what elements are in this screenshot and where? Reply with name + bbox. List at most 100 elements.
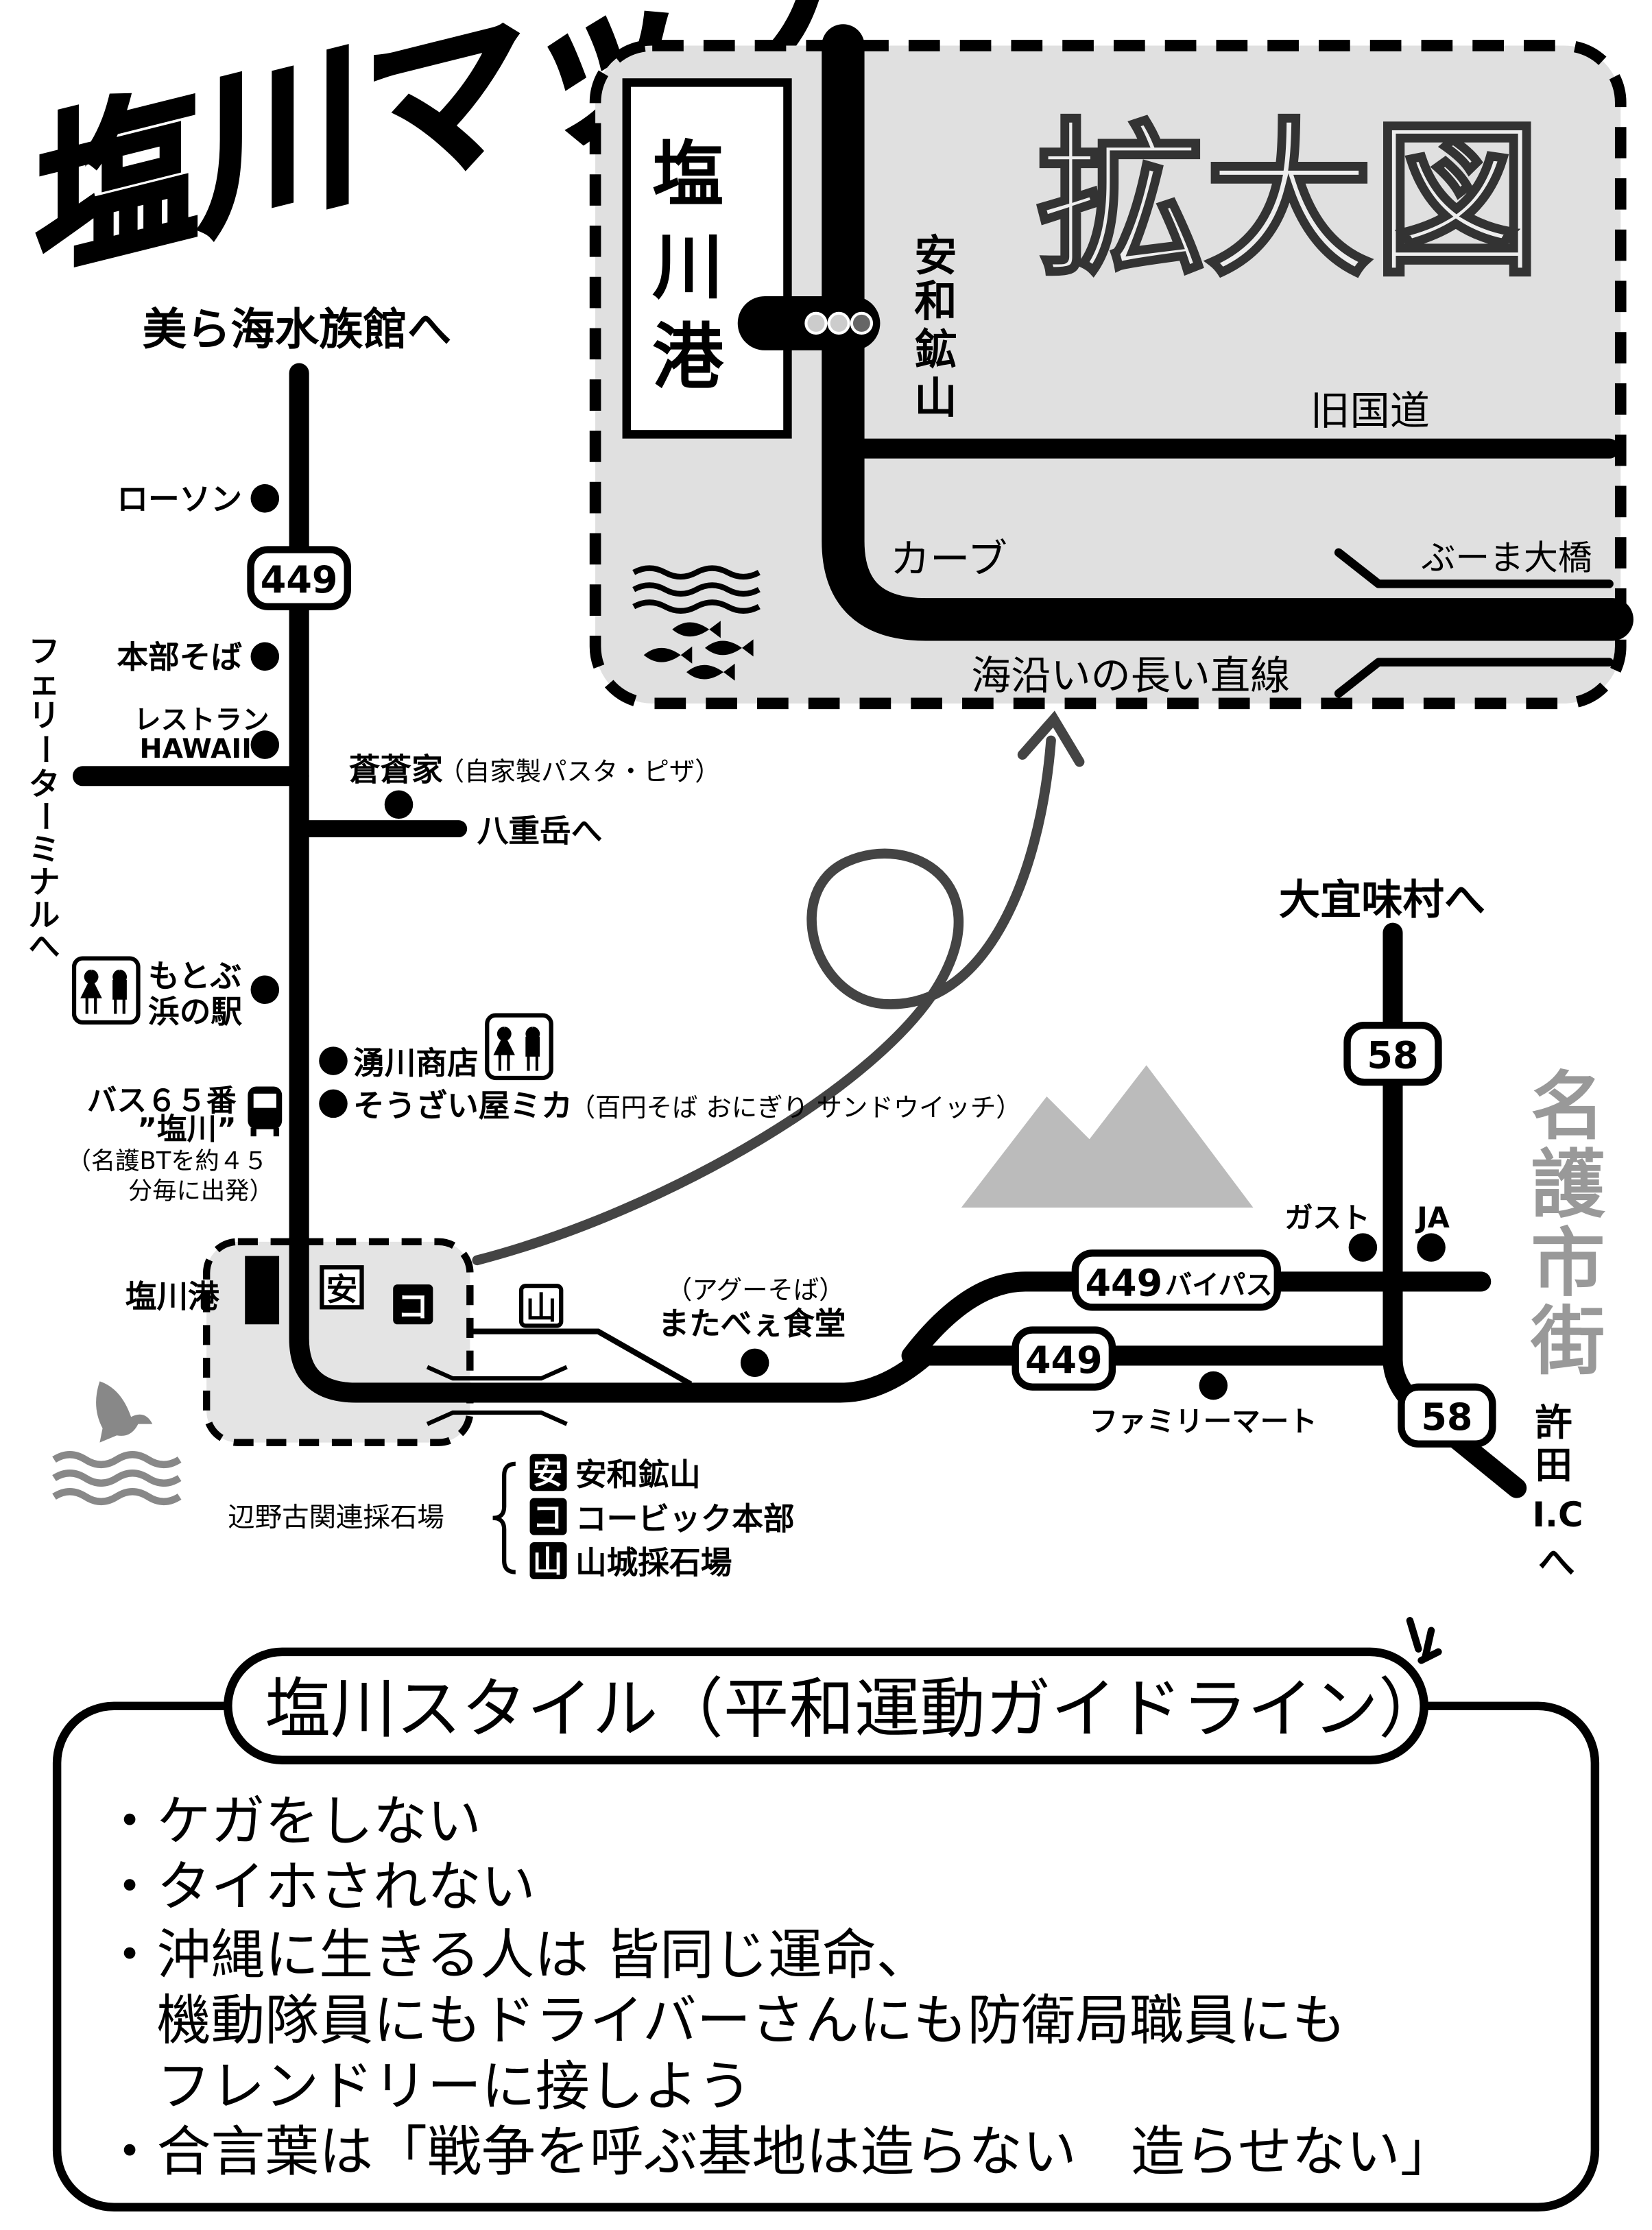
guideline-line: 機動隊員にもドライバーさんにも防衛局職員にも xyxy=(103,1989,1346,2052)
lawson-label: ローソン xyxy=(117,481,242,517)
guideline-line: ・沖縄に生きる人は 皆同じ運命、 xyxy=(103,1923,931,1987)
ferry-char: ー xyxy=(27,800,63,832)
nago-char: 市 xyxy=(1531,1221,1605,1306)
hawaii-label: HAWAII xyxy=(140,733,252,765)
soso-label: 蒼蒼家 xyxy=(349,752,443,788)
ferry-char: へ xyxy=(29,928,60,964)
churaumi-label: 美ら海水族館へ xyxy=(143,304,452,356)
bypass-number: 449 xyxy=(1085,1262,1162,1305)
kyoda-char: I.C xyxy=(1533,1495,1583,1535)
port-label: 塩川港 xyxy=(125,1278,220,1315)
mark-an-box xyxy=(320,1265,364,1310)
mark-an: 安 xyxy=(326,1271,358,1308)
legend-item: 山城採石場 xyxy=(575,1545,732,1581)
waves-icon xyxy=(632,565,761,614)
old-road-label: 旧国道 xyxy=(1310,387,1430,434)
gusto-label: ガスト xyxy=(1284,1201,1370,1234)
ferry-terminal-label: フ ェ リ ー タ ー ミ ナ ル へ xyxy=(27,634,63,965)
legend-mark: 安 xyxy=(533,1457,563,1491)
bridge-icon xyxy=(426,1365,568,1426)
bridge-line-bottom xyxy=(1334,658,1614,698)
yaedake-label: 八重岳へ xyxy=(477,813,603,849)
port-char: 川 xyxy=(652,227,723,309)
port-char: 塩 xyxy=(652,134,723,217)
mark-yama: 山 xyxy=(525,1290,557,1326)
kyoda-char: 許 xyxy=(1535,1401,1572,1444)
main-road-overlay xyxy=(289,1229,480,1403)
legend-item: 安和鉱山 xyxy=(575,1456,701,1493)
motobu-soba-label: 本部そば xyxy=(117,639,242,675)
matabee-note: （アグーそば） xyxy=(667,1275,845,1305)
guideline-line: フレンドリーに接しよう xyxy=(103,2054,752,2118)
curve-label: カーブ xyxy=(890,536,1007,582)
location-dots xyxy=(250,484,1446,1400)
wakugawa-label: 湧川商店 xyxy=(353,1045,479,1081)
motobu-station-label: 浜の駅 xyxy=(148,994,242,1030)
ferry-char: タ xyxy=(29,766,60,802)
mountain-icon xyxy=(961,1065,1254,1208)
sparkle-icon xyxy=(1406,1617,1442,1664)
route-449-bypass-shield: 449 バイパス xyxy=(1071,1249,1281,1311)
traffic-light-icon xyxy=(737,296,881,350)
route-449-number: 449 xyxy=(1025,1339,1103,1382)
guideline-title: 塩川スタイル（平和運動ガイドライン） xyxy=(265,1670,1444,1747)
bus-icon xyxy=(248,1086,283,1137)
legend-mark: コ xyxy=(533,1501,563,1535)
bus-note: （名護BTを約４５ xyxy=(67,1147,268,1175)
port-char: 港 xyxy=(652,317,724,399)
inset-enlarged-map: 拡大図 塩 川 港 安 和 鉱 山 旧国道 カーブ ぶーま大橋 海沿いの長い直線 xyxy=(589,24,1633,710)
quarry-road xyxy=(470,1328,693,1387)
nago-char: 街 xyxy=(1530,1299,1605,1385)
nago-char: 護 xyxy=(1531,1142,1605,1228)
bus-label: バス６５番 xyxy=(87,1084,237,1118)
route-58-number: 58 xyxy=(1367,1033,1418,1077)
straight-label: 海沿いの長い直線 xyxy=(971,652,1290,699)
bridge-label: ぶーま大橋 xyxy=(1422,538,1592,578)
bus-label: ”塩川” xyxy=(137,1112,236,1147)
ferry-char: ミ xyxy=(29,831,60,867)
mark-yama-box xyxy=(518,1284,564,1328)
legend-title: 辺野古関連採石場 xyxy=(228,1502,444,1533)
nago-label: 名 護 市 街 xyxy=(1530,1064,1605,1385)
mika-note: （百円そば おにぎり サンドウイッチ） xyxy=(570,1092,1022,1123)
quarry-legend: 辺野古関連採石場 安 安和鉱山 コ コービック本部 山 山城採石場 xyxy=(228,1454,795,1581)
inset-label: 拡大図 xyxy=(1037,104,1541,299)
toilet-icon xyxy=(71,956,141,1025)
zoom-arrow xyxy=(472,710,1085,1266)
legend-brace xyxy=(492,1461,516,1574)
kyoda-char: 田 xyxy=(1535,1444,1572,1487)
ferry-char: ル xyxy=(29,897,60,933)
ogimi-label: 大宜味村へ xyxy=(1279,876,1485,924)
ferry-char: リ xyxy=(29,697,60,734)
route-449-number: 449 xyxy=(261,558,338,601)
route-449-shield: 449 xyxy=(247,546,351,610)
mine-label: 山 xyxy=(914,373,957,423)
kyoda-char: へ xyxy=(1538,1541,1575,1584)
toilet-icon xyxy=(485,1013,553,1081)
guideline-line: ・タイホされない xyxy=(103,1856,536,1919)
fish-icon xyxy=(643,621,754,681)
matabee-label: またべぇ食堂 xyxy=(658,1306,846,1342)
motobu-station-label: もとぶ xyxy=(148,958,241,994)
ferry-char: フ xyxy=(29,634,60,670)
route-58-shield: 58 xyxy=(1343,1021,1442,1086)
familymart-label: ファミリーマート xyxy=(1090,1404,1317,1438)
inset-main-road xyxy=(822,24,1633,641)
legend-mark: 山 xyxy=(533,1546,563,1580)
guideline-line: ・合言葉は「戦争を呼ぶ基地は造らない 造らせない」 xyxy=(103,2120,1455,2183)
ferry-char: ェ xyxy=(29,664,60,701)
soso-note: （自家製パスタ・ピザ） xyxy=(439,756,721,787)
port-box xyxy=(622,78,792,439)
restaurant-label: レストラン xyxy=(134,704,269,736)
mine-label: 安 xyxy=(914,231,957,281)
guideline-line: ・ケガをしない xyxy=(103,1790,481,1853)
kyoda-ic-label: 許 田 I.C へ xyxy=(1533,1401,1583,1584)
guideline-box: 塩川スタイル（平和運動ガイドライン） ・ケガをしない ・タイホされない ・沖縄に… xyxy=(52,1617,1600,2212)
ja-label: JA xyxy=(1415,1201,1450,1234)
route-58-shield-2: 58 xyxy=(1398,1383,1496,1448)
route-58-number: 58 xyxy=(1421,1395,1472,1439)
sea-fish-icon xyxy=(52,1381,182,1505)
nago-char: 名 xyxy=(1531,1064,1605,1150)
bus-note: 分毎に出発） xyxy=(128,1177,274,1206)
